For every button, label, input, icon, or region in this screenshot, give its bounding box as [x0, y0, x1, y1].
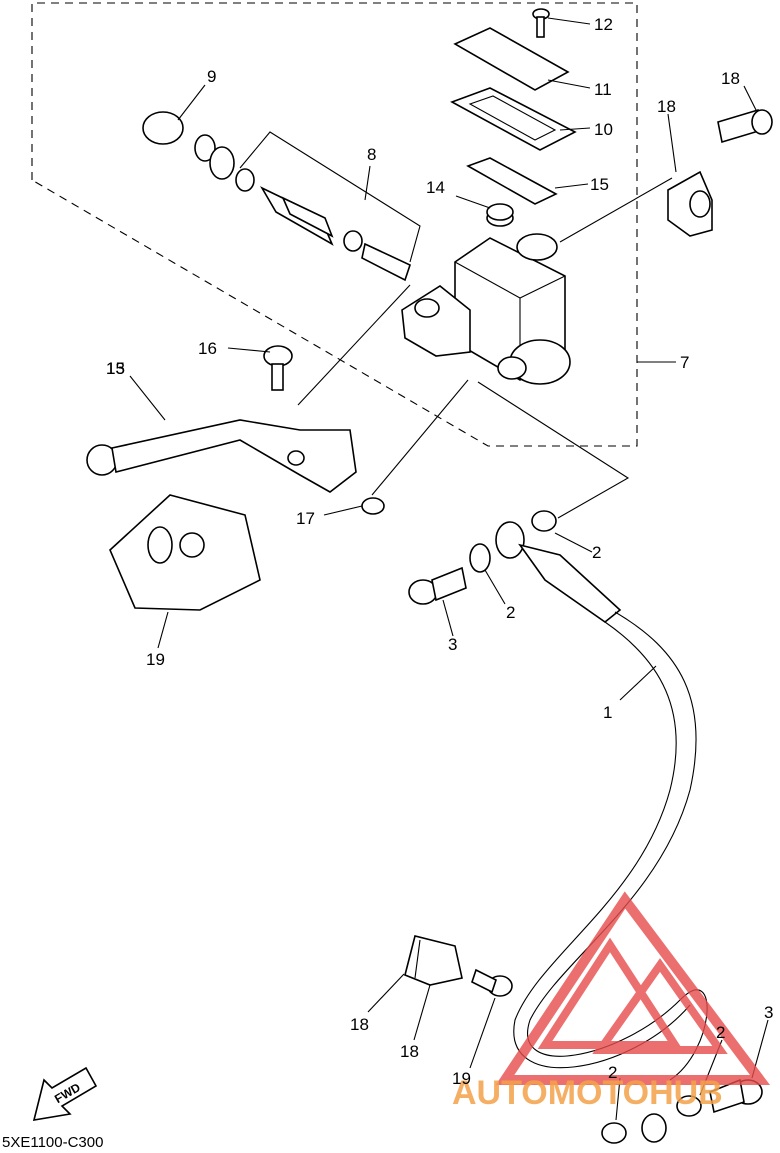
part-2-washer: [531, 510, 557, 532]
callout-label: 19: [452, 1069, 471, 1088]
assembly-boundary: [31, 2, 638, 447]
callout-label: 14: [426, 178, 445, 197]
part-8-cover: [453, 27, 570, 91]
part-1-brake-hose: [495, 521, 708, 1143]
part-7-diaphragm: [450, 87, 577, 151]
callout-label: 17: [296, 509, 315, 528]
callout-label: 10: [594, 120, 613, 139]
callout-label: 7: [680, 353, 689, 372]
part-17-lever-cover: [109, 494, 261, 611]
part-16-bolt: [717, 108, 773, 144]
callout-label: 2: [608, 1063, 617, 1082]
part-15-holder: [667, 170, 713, 237]
leader-lines: [129, 17, 769, 1121]
part-12-lever: [86, 419, 357, 493]
callout-label: 18: [721, 69, 740, 88]
watermark-logo: [495, 891, 770, 1085]
part-4-master-cylinder: [401, 233, 571, 385]
callout-label: 3: [764, 1003, 773, 1022]
part-19-bolt: [471, 968, 513, 997]
part-18-clamp: [404, 935, 463, 986]
part-2-washer: [601, 1122, 627, 1144]
part-14-nut: [361, 497, 385, 515]
fwd-arrow-icon: [32, 1066, 98, 1121]
callout-label: 3: [448, 635, 457, 654]
callout-label: 2: [592, 543, 601, 562]
callout-label: 2: [506, 603, 515, 622]
watermark-text: AUTOMOTOHUB: [452, 1074, 723, 1112]
callout-label: 11: [594, 80, 612, 99]
callout-label: 16: [198, 339, 217, 358]
part-2-washer: [469, 543, 491, 573]
callout-label: 18: [350, 1015, 369, 1034]
callout-label: 13: [106, 359, 125, 378]
callout-label: 15: [590, 175, 609, 194]
callout-label: 15: [106, 359, 125, 378]
part-2-washer: [676, 1095, 702, 1117]
callout-label: 12: [594, 15, 613, 34]
callout-label: 1: [603, 703, 612, 722]
part-11-plate: [466, 157, 558, 205]
part-10-cap: [486, 203, 514, 227]
callout-label: 8: [367, 145, 376, 164]
part-9-screw: [532, 8, 550, 38]
part-3-union-bolt: [408, 566, 467, 605]
callout-label: 9: [207, 67, 216, 86]
part-6-boot: [142, 111, 235, 180]
part-5-piston-kit: [235, 131, 421, 282]
callout-label: 18: [400, 1042, 419, 1061]
part-13-pivot-bolt: [263, 345, 293, 391]
callout-label: 18: [657, 97, 676, 116]
callout-label: 2: [716, 1023, 725, 1042]
callout-label: 19: [146, 650, 165, 669]
diagram-code: 5XE1100-C300: [2, 1134, 103, 1151]
